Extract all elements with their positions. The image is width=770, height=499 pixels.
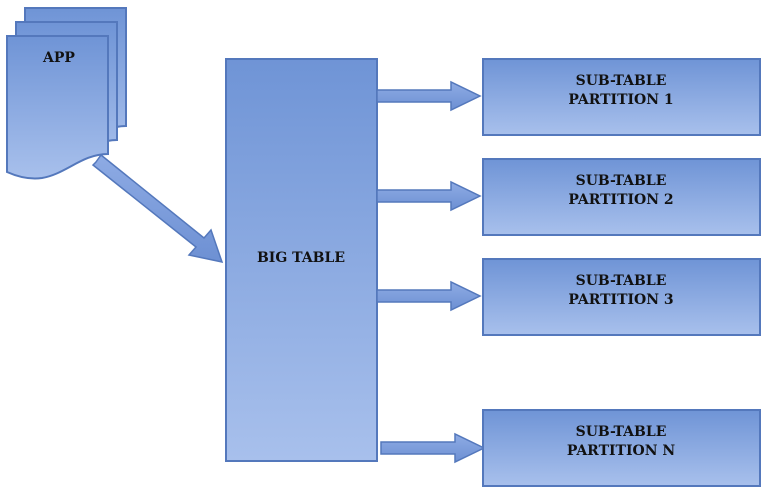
partition-2-box [482,158,761,236]
partition-1-box [482,58,761,136]
partition-n-box [482,409,761,487]
big-table-label: BIG TABLE [257,250,345,266]
big-table-node: BIG TABLE [225,58,378,462]
partition-2-label-line2: PARTITION 2 [568,192,673,208]
arrow-to-partition-2 [376,180,482,212]
partition-1-label-line2: PARTITION 1 [568,92,673,108]
partition-3-node: SUB-TABLE PARTITION 3 [482,258,761,336]
partition-2-label-line1: SUB-TABLE [576,173,667,189]
partition-2-node: SUB-TABLE PARTITION 2 [482,158,761,236]
big-table-box [225,58,378,462]
app-to-bigtable-arrow [91,153,224,264]
partition-3-box [482,258,761,336]
arrow-to-partition-1 [376,80,482,112]
partition-3-label-line1: SUB-TABLE [576,273,667,289]
partition-n-label-line2: PARTITION N [567,443,676,459]
app-page-front [6,35,109,180]
arrow-to-partition-3 [376,280,482,312]
partition-3-label-line2: PARTITION 3 [568,292,673,308]
app-document-stack: APP [6,7,127,180]
partition-1-node: SUB-TABLE PARTITION 1 [482,58,761,136]
arrow-to-partition-n [380,432,486,464]
app-label: APP [42,50,75,66]
partition-n-label-line1: SUB-TABLE [576,424,667,440]
partition-1-label-line1: SUB-TABLE [576,73,667,89]
partition-n-node: SUB-TABLE PARTITION N [482,409,761,487]
